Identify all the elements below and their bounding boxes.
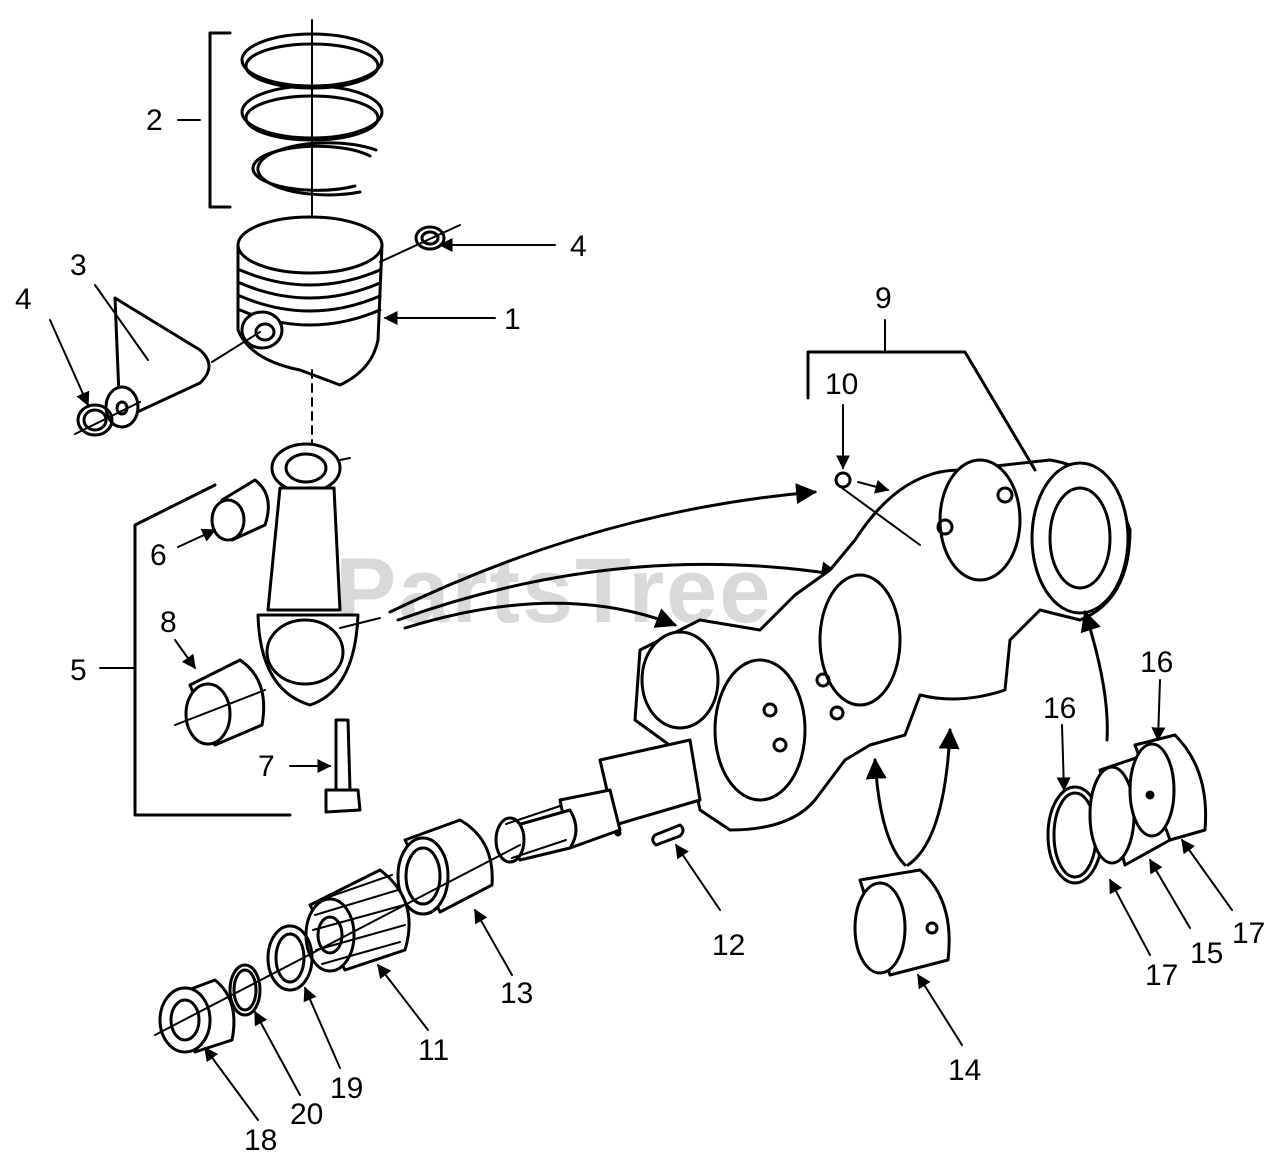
label-3: 3 bbox=[70, 249, 87, 282]
rod-bushing bbox=[210, 478, 270, 542]
label-17-left: 17 bbox=[1145, 959, 1178, 992]
snap-ring bbox=[228, 963, 262, 1017]
rod-bearing bbox=[174, 658, 266, 747]
label-17-right: 17 bbox=[1232, 917, 1265, 950]
label-4-left: 4 bbox=[15, 283, 32, 316]
piston bbox=[236, 215, 384, 387]
rod-bolt bbox=[324, 718, 362, 814]
assembly-arrows-rod bbox=[388, 483, 843, 630]
label-10: 10 bbox=[825, 368, 858, 401]
oil-seal bbox=[158, 978, 236, 1054]
crankshaft-bracket bbox=[806, 350, 1037, 472]
label-2: 2 bbox=[146, 104, 163, 137]
label-5: 5 bbox=[70, 654, 87, 687]
shaft-axis bbox=[154, 844, 521, 1036]
retaining-clips bbox=[74, 224, 461, 437]
label-20: 20 bbox=[290, 1098, 323, 1131]
label-7: 7 bbox=[258, 750, 275, 783]
woodruff-key bbox=[651, 823, 685, 847]
crankshaft bbox=[494, 458, 1132, 864]
label-13: 13 bbox=[500, 977, 533, 1010]
leader-lines bbox=[49, 119, 1233, 1121]
label-6: 6 bbox=[150, 539, 167, 572]
main-bearing bbox=[853, 727, 960, 977]
label-1: 1 bbox=[504, 303, 521, 336]
rod-assembly-bracket bbox=[133, 483, 292, 817]
label-19: 19 bbox=[330, 1072, 363, 1105]
main-bearing-set bbox=[1046, 610, 1208, 885]
thrust-washer bbox=[266, 924, 314, 992]
label-18: 18 bbox=[244, 1124, 277, 1157]
label-14: 14 bbox=[948, 1054, 981, 1087]
label-9: 9 bbox=[875, 282, 892, 315]
crank-gear-sleeve bbox=[396, 818, 494, 916]
label-16-left: 16 bbox=[1043, 692, 1076, 725]
oil-plug bbox=[834, 471, 921, 546]
part-labels: 2 4 1 3 4 6 8 5 7 9 10 12 13 11 19 20 18… bbox=[15, 104, 1265, 1157]
label-12: 12 bbox=[712, 929, 745, 962]
crank-gear bbox=[304, 868, 411, 973]
label-16-right: 16 bbox=[1140, 646, 1173, 679]
label-11: 11 bbox=[418, 1034, 449, 1067]
label-4-right: 4 bbox=[570, 230, 587, 263]
piston-rings bbox=[208, 19, 384, 251]
connecting-rod bbox=[256, 442, 381, 707]
label-8: 8 bbox=[160, 606, 177, 639]
label-15: 15 bbox=[1190, 937, 1223, 970]
